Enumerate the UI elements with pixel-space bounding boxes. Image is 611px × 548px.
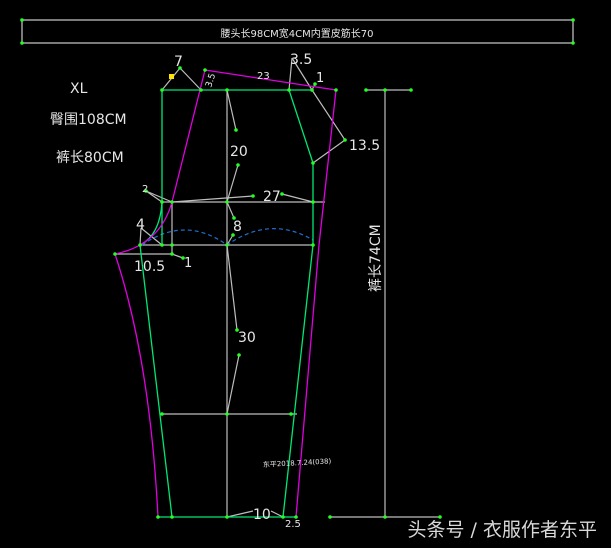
waistband-box bbox=[21, 19, 574, 44]
dim-label: 8 bbox=[233, 219, 242, 235]
dim-label: 30 bbox=[238, 330, 256, 346]
dim-label: 7 bbox=[174, 54, 183, 70]
dim-label: 27 bbox=[263, 189, 281, 205]
dim-label: 1 bbox=[184, 256, 192, 271]
construction-lines bbox=[115, 57, 440, 518]
hip-label: 臀围108CM bbox=[50, 112, 127, 128]
dim-label: 13.5 bbox=[349, 138, 380, 154]
signature-text: 东平2018.7.24(038) bbox=[263, 456, 332, 469]
dim-label: 1 bbox=[316, 71, 324, 86]
watermark: 头条号 / 衣服作者东平 bbox=[407, 519, 597, 541]
waistband-text: 腰头长98CM宽4CM内置皮筋长70 bbox=[220, 27, 373, 40]
pattern-points bbox=[20, 18, 575, 519]
selection-marker bbox=[169, 74, 174, 79]
size-label: XL bbox=[70, 81, 88, 97]
dim-label: 20 bbox=[230, 144, 248, 160]
dim-label: 4 bbox=[136, 217, 145, 233]
length-label: 裤长80CM bbox=[56, 150, 124, 166]
dim-label: 10.5 bbox=[134, 259, 165, 275]
back-pattern-outline bbox=[114, 69, 337, 518]
dim-label: 2 bbox=[142, 184, 148, 195]
dim-label: 2.5 bbox=[285, 519, 301, 530]
dim-label: 10 bbox=[253, 507, 271, 523]
dim-label: 3.5 bbox=[290, 52, 312, 68]
dim-label: 3.5 bbox=[204, 72, 218, 89]
dim-label: 23 bbox=[257, 71, 270, 82]
dimension-length-label: 裤长74CM bbox=[368, 224, 384, 292]
